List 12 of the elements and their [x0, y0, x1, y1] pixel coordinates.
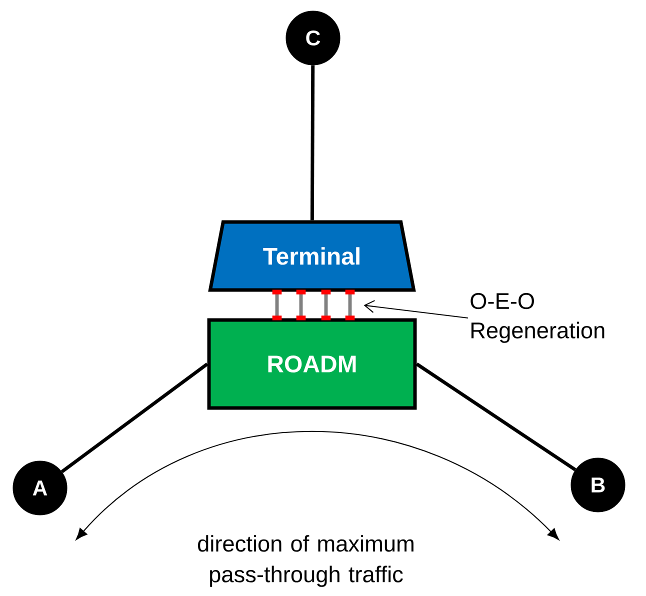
connector-line	[296, 290, 306, 320]
connector-line	[416, 362, 576, 472]
roadm-box: ROADM	[207, 318, 417, 410]
connector-line	[321, 290, 331, 320]
annotation-text: O-E-O Regeneration	[470, 293, 604, 343]
connector-line	[60, 362, 208, 474]
terminal-trapezoid: Terminal	[208, 220, 416, 292]
leader-line	[364, 300, 468, 319]
caption-text: direction of maximum pass-through traffic	[198, 535, 414, 587]
connector-line	[310, 65, 315, 220]
connector-line	[345, 290, 355, 320]
connector-line	[272, 290, 282, 320]
